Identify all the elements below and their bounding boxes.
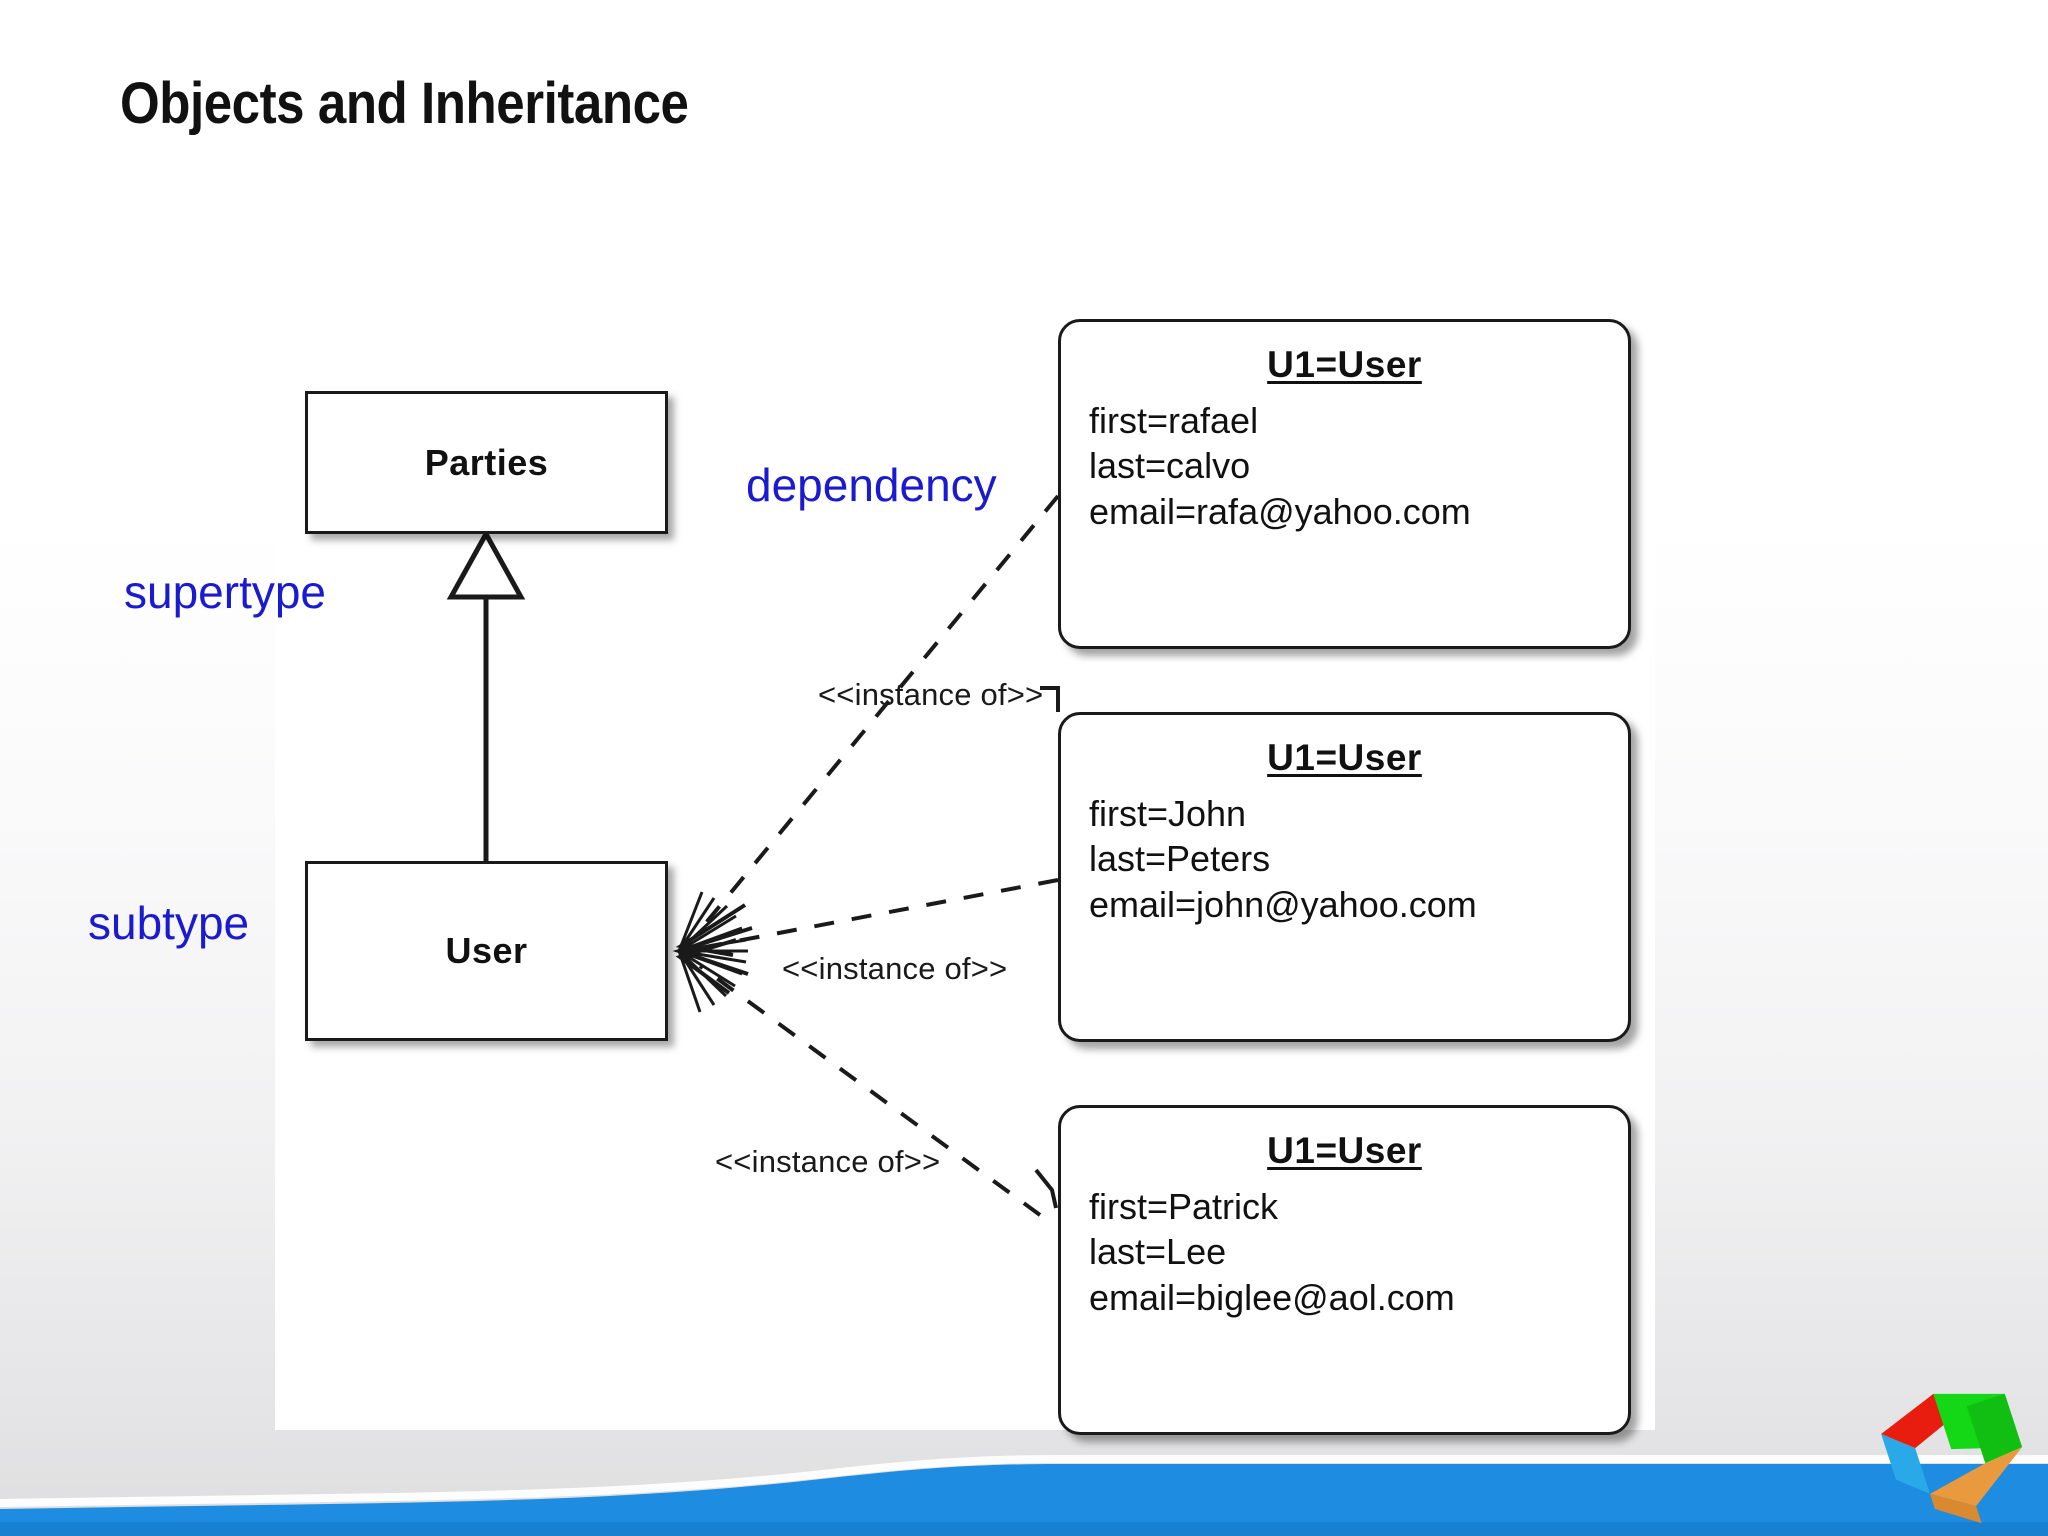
bottom-wave-decoration [0, 1455, 2048, 1536]
class-name-label: Parties [424, 441, 549, 483]
class-box-parties[interactable]: Parties [305, 391, 668, 534]
annotation-dependency: dependency [746, 459, 997, 511]
stereotype-label-instance-of: <<instance of>> [782, 951, 1008, 986]
object-attribute: first=John [1089, 793, 1247, 834]
annotation-supertype: supertype [124, 566, 327, 618]
object-title: U1=User [1267, 1130, 1422, 1171]
object-box[interactable]: U1=User first=rafael last=calvo email=ra… [1058, 319, 1631, 649]
object-box[interactable]: U1=User first=Patrick last=Lee email=big… [1058, 1105, 1631, 1435]
object-attribute: last=calvo [1089, 445, 1251, 487]
object-title: U1=User [1267, 344, 1422, 385]
class-name-label: User [445, 930, 528, 971]
page-title: Objects and Inheritance [120, 71, 689, 136]
object-attribute: last=Lee [1089, 1231, 1227, 1273]
object-attribute: last=Peters [1089, 838, 1271, 880]
class-box-user[interactable]: User [305, 861, 668, 1041]
cube-logo [1881, 1393, 2023, 1524]
object-attribute: first=rafael [1089, 400, 1259, 441]
stereotype-label-instance-of: <<instance of>> [715, 1144, 941, 1179]
annotation-subtype: subtype [88, 897, 250, 949]
object-box[interactable]: U1=User first=John last=Peters email=joh… [1058, 712, 1631, 1042]
object-attribute: email=biglee@aol.com [1089, 1276, 1455, 1318]
object-attribute: email=rafa@yahoo.com [1089, 490, 1471, 532]
object-attribute: first=Patrick [1089, 1186, 1279, 1227]
object-attribute: email=john@yahoo.com [1089, 883, 1477, 925]
stereotype-label-instance-of: <<instance of>> [818, 677, 1044, 712]
object-title: U1=User [1267, 737, 1422, 778]
